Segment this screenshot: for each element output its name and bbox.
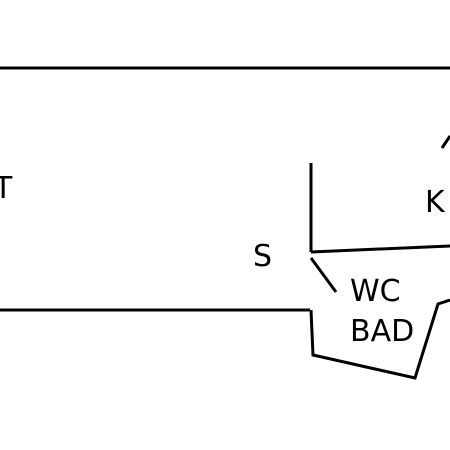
room-label-kitchen: K	[425, 185, 446, 220]
bath-outline	[309, 298, 450, 380]
room-label-wc: WC	[350, 274, 401, 309]
bath-top-wall	[310, 244, 450, 254]
bath-door-swing	[309, 257, 338, 293]
room-label-left: T	[0, 171, 13, 206]
room-label-bad: BAD	[350, 314, 414, 349]
room-label-hall: S	[253, 239, 272, 274]
kitchen-wall-stub	[440, 135, 450, 149]
